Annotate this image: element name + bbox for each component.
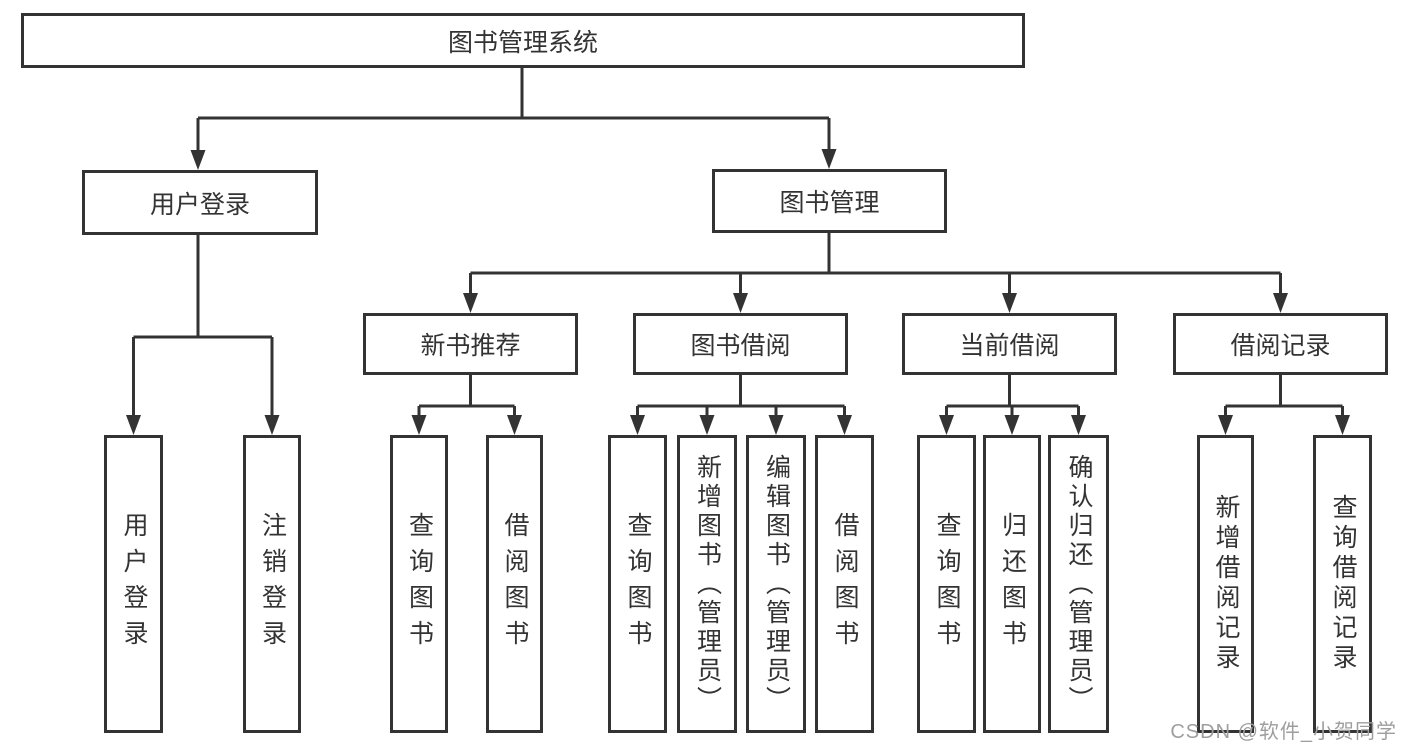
- node-book-management: 图书管理: [712, 169, 947, 233]
- leaf-nbr-query-books: 查询图书: [390, 435, 448, 733]
- leaf-cb-query-books-label: 查询图书: [933, 512, 961, 656]
- leaf-bb-add-books-admin: 新增图书（管理员）: [677, 435, 737, 733]
- leaf-bb-borrow-books: 借阅图书: [815, 435, 874, 733]
- leaf-nbr-query-books-label: 查询图书: [405, 512, 434, 656]
- leaf-br-add-record-label: 新增借阅记录: [1212, 494, 1240, 674]
- leaf-br-query-record: 查询借阅记录: [1313, 435, 1372, 733]
- node-user-login-label: 用户登录: [149, 190, 250, 219]
- leaf-cb-query-books: 查询图书: [917, 435, 976, 733]
- leaf-logout-label: 注销登录: [258, 512, 287, 656]
- leaf-bb-query-books-label: 查询图书: [624, 512, 652, 656]
- node-book-borrowing-label: 图书借阅: [690, 332, 791, 360]
- leaf-cb-return-books-label: 归还图书: [998, 512, 1027, 656]
- node-borrow-records-label: 借阅记录: [1230, 332, 1331, 360]
- leaf-br-query-record-label: 查询借阅记录: [1329, 494, 1357, 674]
- node-library-system: 图书管理系统: [21, 13, 1025, 68]
- node-current-borrowing: 当前借阅: [902, 313, 1117, 375]
- node-borrow-records: 借阅记录: [1173, 313, 1388, 375]
- leaf-cb-return-books: 归还图书: [983, 435, 1041, 733]
- leaf-bb-add-books-admin-label: 新增图书（管理员）: [693, 453, 722, 715]
- node-user-login: 用户登录: [82, 170, 318, 235]
- node-library-system-label: 图书管理系统: [447, 28, 598, 57]
- watermark: CSDN @软件_小贺同学: [1170, 721, 1397, 743]
- leaf-bb-borrow-books-label: 借阅图书: [831, 512, 859, 656]
- leaf-logout: 注销登录: [243, 435, 301, 733]
- node-book-management-label: 图书管理: [779, 189, 880, 217]
- leaf-nbr-borrow-books: 借阅图书: [486, 435, 543, 733]
- leaf-bb-query-books: 查询图书: [608, 435, 667, 733]
- leaf-user-login-label: 用户登录: [120, 512, 148, 656]
- leaf-bb-edit-books-admin: 编辑图书（管理员）: [746, 435, 806, 733]
- leaf-nbr-borrow-books-label: 借阅图书: [501, 512, 529, 656]
- node-new-book-recommend-label: 新书推荐: [420, 332, 521, 360]
- leaf-br-add-record: 新增借阅记录: [1197, 435, 1254, 733]
- leaf-cb-confirm-return-admin-label: 确认归还（管理员）: [1065, 453, 1093, 715]
- node-book-borrowing: 图书借阅: [633, 313, 848, 375]
- node-current-borrowing-label: 当前借阅: [959, 332, 1060, 360]
- node-new-book-recommend: 新书推荐: [363, 313, 578, 375]
- leaf-bb-edit-books-admin-label: 编辑图书（管理员）: [762, 453, 791, 715]
- leaf-cb-confirm-return-admin: 确认归还（管理员）: [1048, 435, 1109, 733]
- leaf-user-login: 用户登录: [104, 435, 163, 733]
